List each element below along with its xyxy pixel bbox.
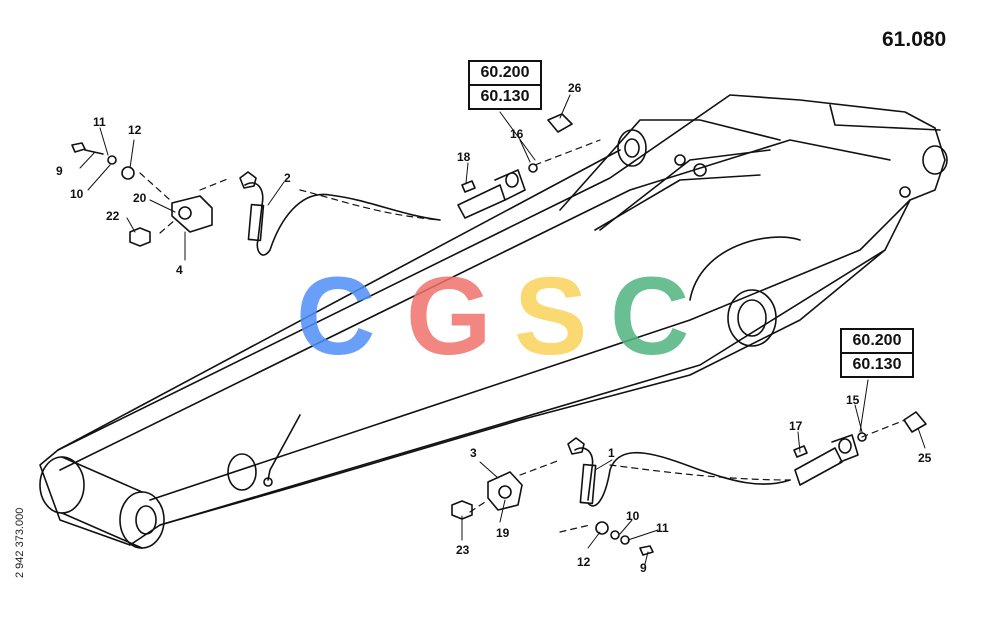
callout-12: 12	[577, 555, 591, 569]
callout-11: 11	[93, 115, 106, 129]
callout-26: 26	[568, 81, 582, 95]
callout-19: 19	[496, 526, 510, 540]
callout-25: 25	[918, 451, 932, 465]
reference-code: 60.200	[852, 332, 902, 349]
hose-upper	[239, 171, 441, 256]
fitting-lower	[793, 411, 927, 486]
watermark-letter-c2: C	[610, 255, 690, 378]
callout-23: 23	[456, 543, 470, 557]
callout-20: 20	[133, 191, 147, 205]
callout-4: 4	[176, 263, 183, 277]
cgsc-watermark: C G S C	[296, 262, 706, 372]
watermark-letter-c1: C	[296, 255, 376, 378]
callout-1: 1	[608, 446, 615, 460]
callout-3: 3	[470, 446, 477, 460]
reference-code: 60.130	[842, 352, 912, 376]
reference-box-upper: 60.200 60.130	[468, 60, 542, 110]
page-code: 61.080	[882, 28, 947, 51]
callout-22: 22	[106, 209, 120, 223]
callout-10: 10	[70, 187, 84, 201]
callout-18: 18	[457, 150, 471, 164]
callout-15: 15	[846, 393, 860, 407]
reference-code: 60.130	[470, 84, 540, 108]
doc-number: 2 942 373.000	[14, 507, 26, 578]
callout-17: 17	[789, 419, 803, 433]
callout-10: 10	[626, 509, 640, 523]
callout-16: 16	[510, 127, 524, 141]
boom-arm	[39, 94, 948, 549]
watermark-letter-s: S	[514, 255, 588, 378]
reference-box-lower: 60.200 60.130	[840, 328, 914, 378]
callout-2: 2	[284, 171, 291, 185]
dashed-leaders	[139, 139, 906, 533]
fitting-upper	[457, 113, 573, 219]
clamp-lower	[451, 471, 654, 556]
watermark-letter-g: G	[406, 255, 492, 378]
reference-code: 60.200	[480, 64, 530, 81]
callout-11: 11	[656, 521, 669, 535]
callout-9: 9	[56, 164, 63, 178]
hose-lower	[567, 437, 791, 507]
callout-9: 9	[640, 561, 647, 575]
callout-leaders	[79, 94, 926, 565]
clamp-upper	[71, 142, 213, 247]
callout-12: 12	[128, 123, 142, 137]
